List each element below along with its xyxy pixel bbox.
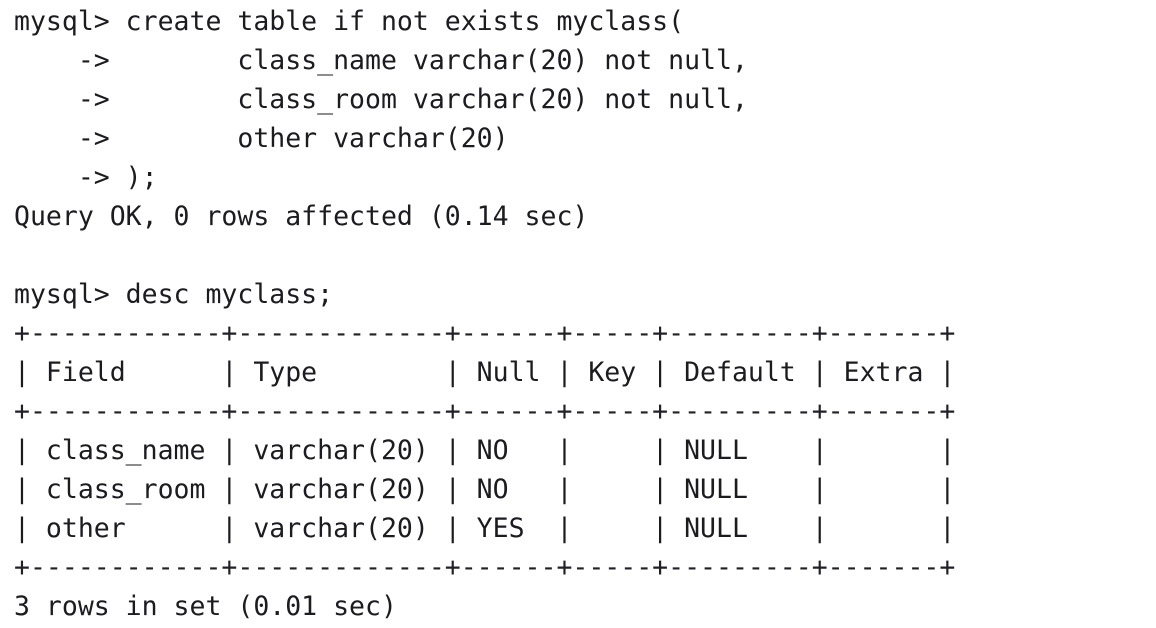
terminal-line-table-rule-top: +------------+-------------+------+-----… — [14, 318, 956, 349]
terminal-line-command-desc-myclass: mysql> desc myclass; — [14, 279, 334, 310]
terminal-line-table-header-row: | Field | Type | Null | Key | Default | … — [14, 357, 956, 388]
terminal-line-continuation-class-name: -> class_name varchar(20) not null, — [14, 45, 748, 76]
terminal-line-table-row-class-room: | class_room | varchar(20) | NO | | NULL… — [14, 474, 956, 505]
terminal-line-blank — [14, 236, 1156, 275]
terminal-line-continuation-class-room: -> class_room varchar(20) not null, — [14, 84, 748, 115]
terminal-line-table-rule-header: +------------+-------------+------+-----… — [14, 396, 956, 427]
terminal-line-table-rule-bottom: +------------+-------------+------+-----… — [14, 552, 956, 583]
terminal-line-table-row-class-name: | class_name | varchar(20) | NO | | NULL… — [14, 435, 956, 466]
terminal-line-result-query-ok: Query OK, 0 rows affected (0.14 sec) — [14, 201, 589, 232]
terminal-line-continuation-close-paren: -> ); — [14, 162, 158, 193]
terminal-line-continuation-other: -> other varchar(20) — [14, 123, 509, 154]
terminal-line-command-create-table: mysql> create table if not exists myclas… — [14, 6, 685, 37]
terminal-line-table-row-other: | other | varchar(20) | YES | | NULL | | — [14, 513, 956, 544]
terminal-line-result-rows-in-set: 3 rows in set (0.01 sec) — [14, 591, 397, 622]
